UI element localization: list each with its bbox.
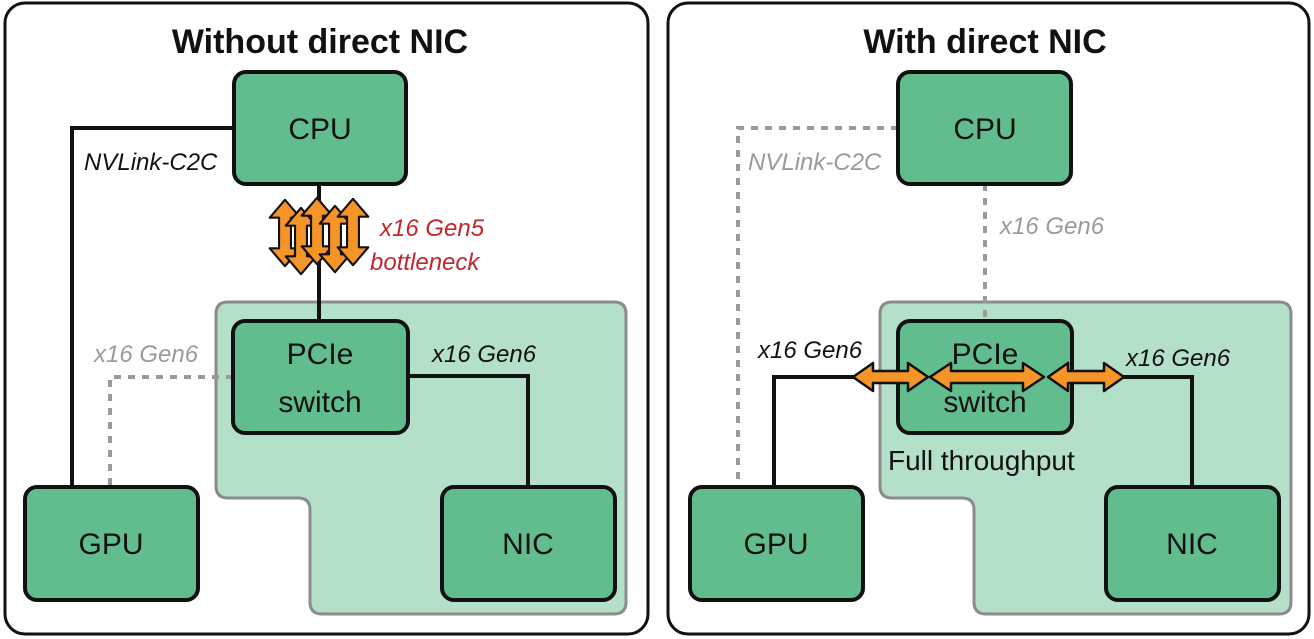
left-gpu-box xyxy=(23,485,200,602)
left-panel-title: Without direct NIC xyxy=(172,23,468,61)
right-nic-box xyxy=(1104,485,1281,602)
right-nic-link-label: x16 Gen6 xyxy=(1125,345,1231,372)
right-pcie-label-line2: switch xyxy=(943,386,1026,419)
left-pcie-nic-label: x16 Gen6 xyxy=(431,341,537,368)
full-throughput-label: Full throughput xyxy=(888,445,1075,476)
left-gpu-label: GPU xyxy=(78,528,143,561)
throughput-arrow-icon xyxy=(851,361,930,393)
right-gpu-label: GPU xyxy=(743,528,808,561)
right-nic-link-line xyxy=(1122,375,1194,488)
right-gpu-link-label: x16 Gen6 xyxy=(757,337,863,364)
left-nic-box xyxy=(440,485,617,602)
bottleneck-label-line2: bottleneck xyxy=(370,249,481,276)
right-panel: CPU PCIe switch GPU NIC With direct NIC … xyxy=(666,1,1311,636)
left-pcie-nic-line xyxy=(408,374,530,488)
bottleneck-label-line1: x16 Gen5 xyxy=(379,215,485,242)
left-nic-label: NIC xyxy=(502,528,554,561)
right-cpu-label: CPU xyxy=(953,113,1016,146)
throughput-arrow-icon xyxy=(928,361,1046,393)
left-pcie-label-line2: switch xyxy=(278,386,361,419)
right-nvlink-label: NVLink-C2C xyxy=(748,149,882,176)
left-nvlink-line xyxy=(70,126,234,488)
right-panel-title: With direct NIC xyxy=(863,23,1106,61)
left-cpu-box xyxy=(232,70,408,186)
right-gpu-link-line xyxy=(772,375,856,488)
left-pcie-switch-box xyxy=(231,319,410,435)
right-nic-label: NIC xyxy=(1166,528,1218,561)
throughput-arrow-icon xyxy=(1046,361,1126,393)
right-pcie-label-line1: PCIe xyxy=(952,338,1019,371)
left-nvlink-label: NVLink-C2C xyxy=(84,149,218,176)
right-nvlink-dashed-line xyxy=(736,126,898,488)
left-pcie-label-line1: PCIe xyxy=(287,338,354,371)
left-gpu-pcie-label: x16 Gen6 xyxy=(93,341,199,368)
right-gpu-box xyxy=(688,485,865,602)
left-panel: Without direct NIC CPU PCIe switch GPU N… xyxy=(3,1,650,636)
right-cpu-box xyxy=(896,70,1073,186)
left-gpu-pcie-dashed-line xyxy=(108,375,233,488)
right-cpu-pcie-label: x16 Gen6 xyxy=(999,213,1105,240)
left-cpu-label: CPU xyxy=(288,113,351,146)
